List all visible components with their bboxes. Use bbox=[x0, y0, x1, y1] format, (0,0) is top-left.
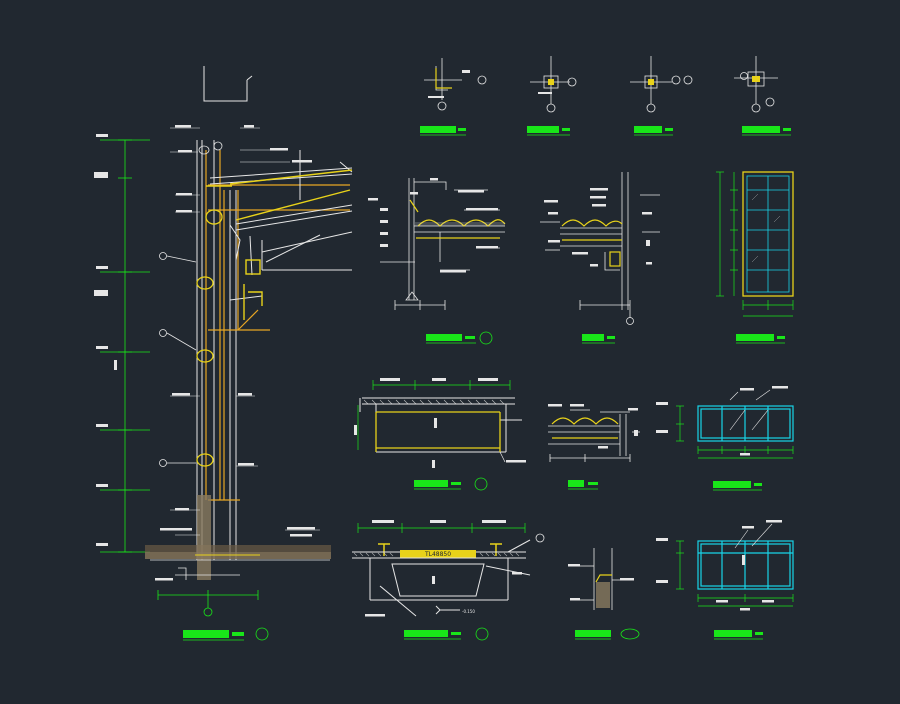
plate-label: TL48850 bbox=[424, 551, 451, 558]
eave-detail bbox=[540, 172, 660, 344]
joint-detail-2 bbox=[527, 56, 577, 136]
entrance-plate bbox=[400, 550, 476, 558]
level-label: -0.150 bbox=[462, 609, 475, 614]
roof-section-detail bbox=[354, 378, 526, 491]
entrance-section-detail: TL48850 -0.150 bbox=[352, 520, 545, 641]
joint-details-top-row bbox=[420, 56, 791, 136]
foundation bbox=[145, 495, 331, 580]
section-1-1-detail bbox=[548, 404, 640, 490]
window-elevation-wide bbox=[656, 386, 794, 491]
small-connection-detail bbox=[568, 548, 640, 640]
gable-wall-detail bbox=[368, 178, 506, 345]
window-elevation-tall bbox=[716, 171, 794, 344]
window-elevation-lower bbox=[656, 520, 794, 640]
gutter-profile-sketch bbox=[203, 66, 253, 102]
wall-section-drawing bbox=[94, 125, 353, 641]
joint-detail-1 bbox=[420, 58, 487, 136]
joint-detail-3 bbox=[630, 56, 693, 136]
wall-section-title-mark bbox=[183, 630, 229, 638]
joint-detail-4 bbox=[734, 56, 791, 136]
